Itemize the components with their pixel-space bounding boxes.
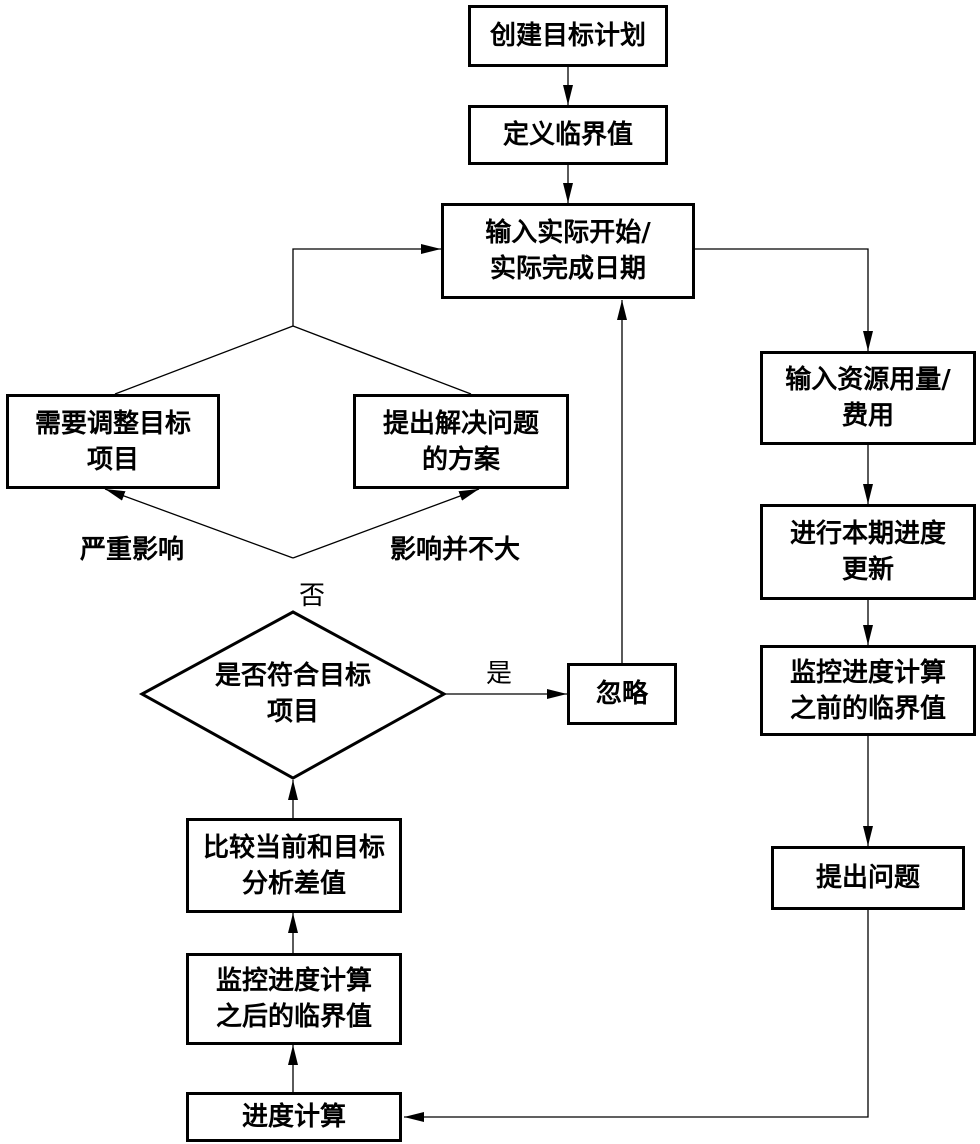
node-define-threshold: 定义临界值	[468, 105, 668, 165]
node-compare: 比较当前和目标 分析差值	[186, 818, 402, 913]
node-decision-text: 是否符合目标 项目	[214, 661, 371, 727]
arrow-input-to-resource	[695, 248, 873, 351]
label-minor-impact: 影响并不大	[390, 535, 521, 565]
node-ignore: 忽略	[567, 663, 677, 725]
node-input-actual-dates: 输入实际开始/ 实际完成日期	[441, 203, 695, 299]
node-monitor-after: 监控进度计算 之后的临界值	[186, 953, 402, 1045]
label-yes: 是	[486, 659, 513, 689]
label-severe-impact: 严重影响	[80, 535, 185, 565]
node-adjust-target: 需要调整目标 项目	[6, 394, 220, 489]
node-propose-solution: 提出解决问题 的方案	[353, 394, 569, 489]
arrow-issue-to-calc	[404, 910, 869, 1122]
node-create-plan: 创建目标计划	[468, 5, 668, 67]
node-schedule-calc: 进度计算	[186, 1092, 402, 1142]
node-input-resource: 输入资源用量/ 费用	[760, 351, 976, 445]
node-update-progress: 进行本期进度 更新	[760, 504, 976, 600]
line-adjust-to-merge	[114, 325, 294, 395]
label-no: 否	[299, 581, 326, 611]
arrow-decision-to-adjust	[104, 488, 294, 559]
node-monitor-before: 监控进度计算 之前的临界值	[760, 645, 976, 736]
arrow-merge-to-input	[292, 244, 441, 326]
node-raise-issue: 提出问题	[771, 846, 965, 910]
arrow-decision-to-solution	[292, 488, 480, 559]
decision-diamond	[138, 610, 448, 780]
line-solution-to-merge	[292, 325, 472, 395]
